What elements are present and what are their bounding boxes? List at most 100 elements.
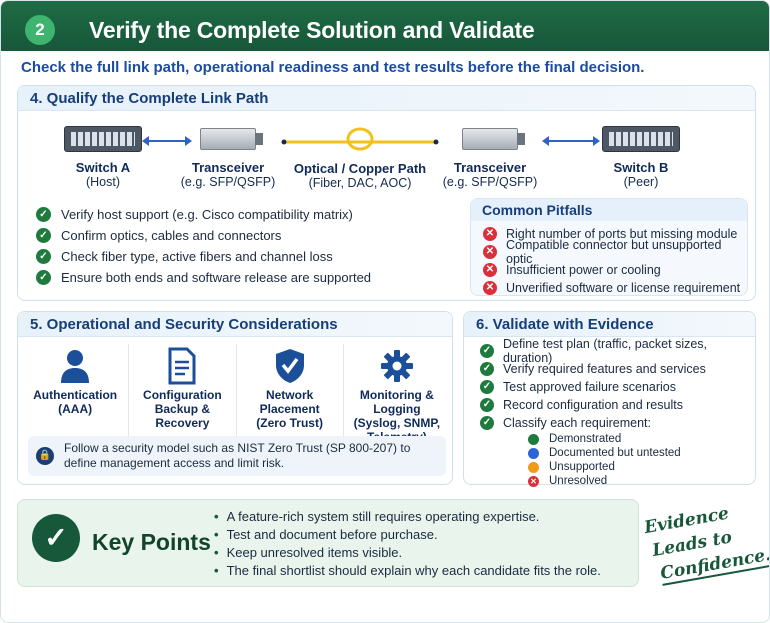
- list-item-label: Define test plan (traffic, packet sizes,…: [503, 337, 708, 365]
- tile-label: Configuration: [143, 388, 222, 402]
- lock-icon: 🔒: [36, 447, 54, 465]
- list-item: ✓Verify host support (e.g. Cisco compati…: [36, 204, 371, 225]
- device-name: Transceiver: [191, 160, 265, 175]
- switch-b: Switch B (Peer): [596, 126, 686, 189]
- list-item: ✓Verify required features and services: [480, 360, 755, 378]
- device-sub: (e.g. SFP/QSFP): [442, 175, 538, 189]
- validate-panel: 6. Validate with Evidence ✓ Define test p…: [463, 311, 756, 488]
- list-item-label: Compatible connector but unsupported opt…: [506, 238, 722, 266]
- transceiver-b: Transceiver (e.g. SFP/QSFP): [430, 126, 550, 189]
- list-item: Keep unresolved items visible.: [214, 543, 601, 561]
- list-item: ✓ Test approved failure scenarios: [480, 378, 755, 396]
- link-path-panel: 4. Qualify the Complete Link Path Switch…: [17, 85, 756, 301]
- tile-label: Network Placement: [259, 388, 320, 416]
- security-note-text: Follow a security model such as NIST Zer…: [64, 441, 411, 470]
- page-subtitle: Check the full link path, operational re…: [21, 59, 645, 76]
- page-title: Verify the Complete Solution and Validat…: [89, 17, 535, 43]
- device-sub: (e.g. SFP/QSFP): [180, 175, 276, 189]
- document-icon: [168, 347, 196, 385]
- tile-label: Authentication: [33, 388, 118, 402]
- validate-header: 6. Validate with Evidence: [464, 312, 755, 337]
- blue-dot-icon: [528, 447, 539, 459]
- check-icon: ✓: [36, 270, 51, 285]
- legend-label: Demonstrated: [549, 433, 622, 445]
- device-sub: (Peer): [623, 175, 659, 189]
- list-item-label: Classify each requirement:: [503, 416, 651, 430]
- check-icon: ✓: [480, 416, 494, 430]
- legend-label: Unsupported: [549, 461, 615, 473]
- x-icon: ✕: [528, 475, 539, 487]
- list-item: A feature-rich system still requires ope…: [214, 507, 601, 525]
- switch-a-icon: [64, 126, 142, 152]
- list-item: ✓ Record configuration and results: [480, 396, 755, 414]
- list-item: ✕ Insufficient power or cooling: [483, 261, 747, 279]
- list-item-label: Record configuration and results: [503, 398, 683, 412]
- shield-icon: [275, 349, 304, 383]
- operational-header: 5. Operational and Security Consideratio…: [18, 312, 452, 337]
- x-icon: ✕: [483, 245, 497, 259]
- legend-label: Unresolved: [549, 475, 608, 487]
- x-icon: ✕: [483, 263, 497, 277]
- device-name: Switch A: [75, 160, 131, 175]
- list-item-label: Test approved failure scenarios: [503, 380, 677, 394]
- list-item-label: Confirm optics, cables and connectors: [61, 228, 282, 243]
- tile-sublabel: (AAA): [58, 402, 93, 416]
- tile-label: Monitoring & Logging: [359, 388, 434, 416]
- green-dot-icon: [528, 433, 539, 445]
- legend-item: Documented but untested: [528, 446, 681, 460]
- validate-list: ✓ Define test plan (traffic, packet sizes…: [480, 337, 755, 432]
- header-bar: 2 Verify the Complete Solution and Valid…: [1, 1, 769, 51]
- tile-sublabel: Backup & Recovery: [154, 402, 211, 430]
- check-icon: ✓: [36, 207, 51, 222]
- pitfalls-box: Common Pitfalls ✕Right number of ports b…: [470, 198, 748, 296]
- legend-label: Documented but untested: [549, 447, 681, 459]
- list-item: ✕ Unverified software or license requirem…: [483, 279, 747, 297]
- status-legend: Demonstrated Documented but untested Uns…: [528, 432, 681, 488]
- tile-configuration: Configuration Backup & Recovery: [129, 344, 237, 436]
- device-sub: (Fiber, DAC, AOC): [308, 176, 412, 190]
- legend-item: Demonstrated: [528, 432, 681, 446]
- operational-panel: 5. Operational and Security Consideratio…: [17, 311, 453, 485]
- list-item-label: Check fiber type, active fibers and chan…: [61, 249, 333, 264]
- tile-monitoring: Monitoring & Logging (Syslog, SNMP, Tele…: [344, 344, 450, 444]
- device-name: Optical / Copper Path: [293, 161, 427, 176]
- link-arrow: [142, 136, 192, 146]
- device-sub: (Host): [85, 175, 121, 189]
- key-points-list: A feature-rich system still requires ope…: [214, 507, 601, 579]
- list-item: The final shortlist should explain why e…: [214, 561, 601, 579]
- link-checklist: ✓Verify host support (e.g. Cisco compati…: [36, 204, 371, 288]
- transceiver-icon: [462, 128, 525, 150]
- tile-sublabel: (Zero Trust): [256, 416, 323, 430]
- switch-a: Switch A (Host): [58, 126, 148, 189]
- check-circle-icon: ✓: [32, 514, 80, 562]
- step-badge: 2: [25, 15, 55, 45]
- tile-authentication: Authentication (AAA): [22, 344, 130, 436]
- transceiver-icon: [200, 128, 263, 150]
- link-path-header: 4. Qualify the Complete Link Path: [18, 86, 755, 111]
- check-icon: ✓: [480, 344, 494, 358]
- legend-item: Unsupported: [528, 460, 681, 474]
- check-icon: ✓: [480, 380, 494, 394]
- list-item-label: Ensure both ends and software release ar…: [61, 270, 372, 285]
- check-icon: ✓: [480, 398, 494, 412]
- link-arrow: [542, 136, 600, 146]
- link-diagram: Switch A (Host) Transceiver (e.g. SFP/QS…: [18, 120, 757, 190]
- list-item-label: Insufficient power or cooling: [506, 263, 661, 277]
- gear-icon: [380, 350, 413, 382]
- list-item-label: Verify required features and services: [503, 362, 706, 376]
- x-icon: ✕: [483, 281, 497, 295]
- list-item: ✕ Compatible connector but unsupported op…: [483, 238, 747, 266]
- list-item-label: Unverified software or license requireme…: [506, 281, 741, 295]
- transceiver-a: Transceiver (e.g. SFP/QSFP): [168, 126, 288, 189]
- link-path-title: 4. Qualify the Complete Link Path: [30, 90, 269, 107]
- operational-tiles: Authentication (AAA) Configuration Backu…: [22, 344, 450, 444]
- cable-path: Optical / Copper Path (Fiber, DAC, AOC): [280, 126, 440, 190]
- list-item: ✓ Ensure both ends and software release a…: [36, 267, 371, 288]
- operational-title: 5. Operational and Security Consideratio…: [30, 316, 338, 333]
- check-icon: ✓: [36, 249, 51, 264]
- list-item: ✓ Check fiber type, active fibers and cha…: [36, 246, 371, 267]
- list-item: ✓ Classify each requirement:: [480, 414, 755, 432]
- slogan: Evidence Leads to Confidence.: [642, 497, 769, 601]
- check-icon: ✓: [36, 228, 51, 243]
